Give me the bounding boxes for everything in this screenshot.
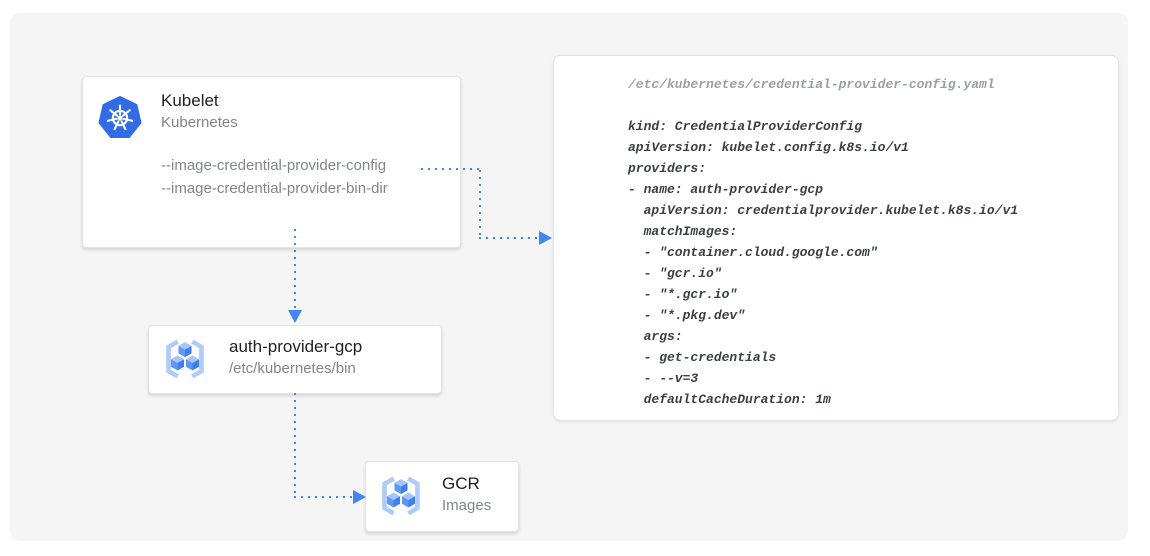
diagram-canvas: Kubelet Kubernetes --image-credential-pr… [10,13,1128,541]
gcr-title: GCR [442,474,480,493]
node-auth-provider-gcp: auth-provider-gcp /etc/kubernetes/bin [148,325,442,394]
arrow-segment [294,496,353,498]
kubelet-flag-config: --image-credential-provider-config [161,157,387,174]
node-kubelet: Kubelet Kubernetes --image-credential-pr… [82,76,461,248]
arrow-segment [294,229,296,311]
yaml-filename: /etc/kubernetes/credential-provider-conf… [628,77,995,92]
auth-provider-title: auth-provider-gcp [229,337,363,356]
kubelet-flag-bin-dir: --image-credential-provider-bin-dir [161,180,388,197]
arrowhead-right-icon [539,231,552,245]
yaml-code: kind: CredentialProviderConfig apiVersio… [628,119,1019,407]
kubelet-title: Kubelet [161,91,219,110]
arrow-segment [294,393,296,498]
auth-provider-path: /etc/kubernetes/bin [229,360,356,377]
arrow-segment [479,237,539,239]
yaml-config-panel: /etc/kubernetes/credential-provider-conf… [553,55,1119,421]
arrowhead-right-icon [353,490,366,504]
kubelet-subtitle: Kubernetes [161,114,238,131]
arrow-segment [421,168,481,170]
gcr-subtitle: Images [442,497,492,514]
node-gcr: GCR Images [365,461,519,532]
gcr-icon [166,339,204,379]
arrow-segment [479,170,481,238]
arrowhead-down-icon [288,310,302,323]
kubernetes-icon [98,95,142,138]
gcr-icon [382,476,420,516]
